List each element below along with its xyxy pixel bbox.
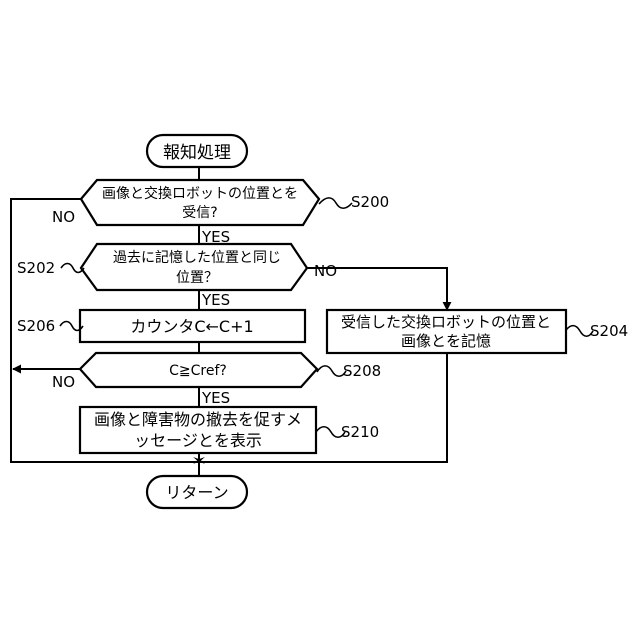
no-label-s208: NO xyxy=(52,373,75,391)
decision-s202-line1: 過去に記憶した位置と同じ xyxy=(113,249,281,266)
merge-junction-icon: ✶ xyxy=(191,451,206,472)
decision-s200-line2: 受信? xyxy=(182,205,217,221)
step-wave-s208 xyxy=(317,366,346,376)
decision-s200-line1: 画像と交換ロボットの位置とを xyxy=(102,185,298,202)
process-s210-line2: ッセージとを表示 xyxy=(134,431,262,450)
no-label-s202: NO xyxy=(314,262,337,280)
decision-s208-text: C≧Cref? xyxy=(169,363,227,379)
process-s210-line1: 画像と障害物の撤去を促すメ xyxy=(94,410,302,429)
yes-label-s208: YES xyxy=(201,389,230,407)
step-id-s206: S206 xyxy=(17,317,55,335)
step-id-s208: S208 xyxy=(343,362,381,380)
decision-s202-line2: 位置？ xyxy=(176,270,218,286)
end-label: リターン xyxy=(165,483,228,502)
start-label: 報知処理 xyxy=(163,143,231,163)
process-s204-line2: 画像とを記憶 xyxy=(401,332,491,350)
process-s206-text: カウンタC←C+1 xyxy=(130,317,253,336)
process-s204-line1: 受信した交換ロボットの位置と xyxy=(341,313,551,331)
step-id-s210: S210 xyxy=(341,423,379,441)
no-label-s200: NO xyxy=(52,208,75,226)
step-id-s202: S202 xyxy=(17,259,55,277)
step-id-s204: S204 xyxy=(590,322,628,340)
yes-label-s202: YES xyxy=(201,291,230,309)
step-id-s200: S200 xyxy=(351,193,389,211)
step-wave-s204 xyxy=(566,326,593,337)
step-wave-s200 xyxy=(319,198,352,208)
